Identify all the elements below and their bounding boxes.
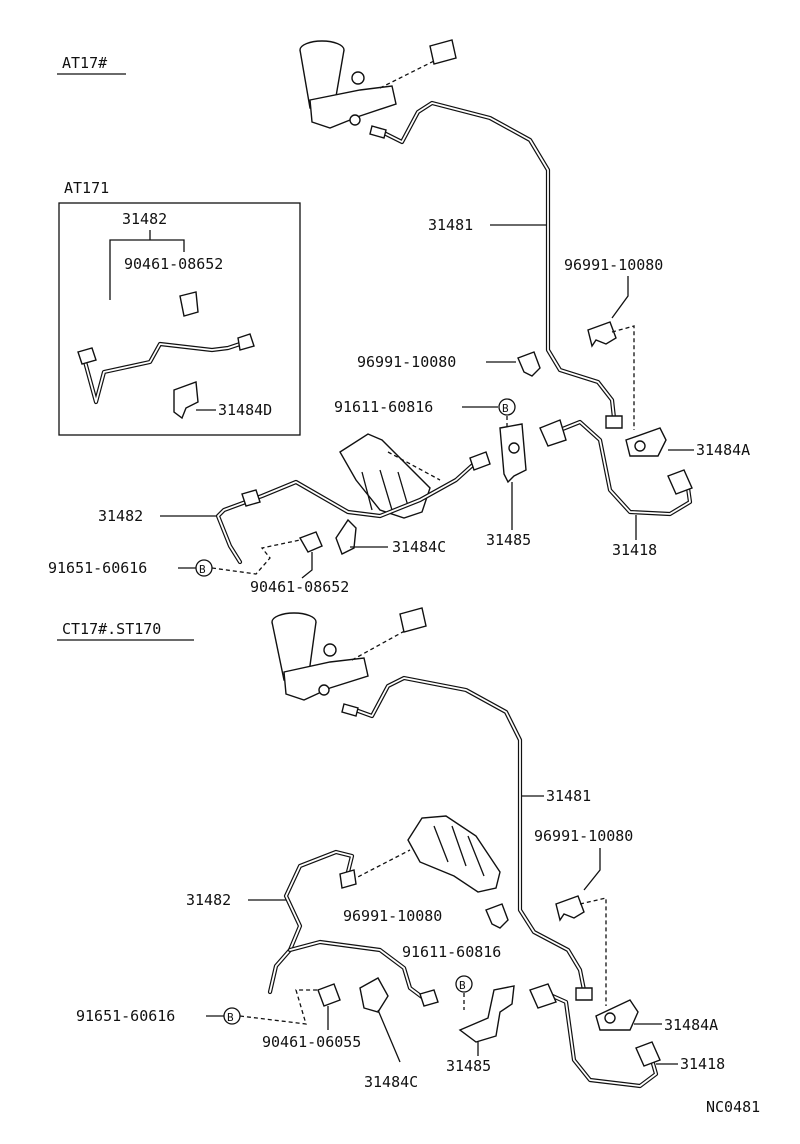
hose-fitting bbox=[539, 419, 567, 447]
hose-31418-bottom bbox=[545, 991, 659, 1089]
dashed-link bbox=[239, 989, 318, 1025]
label-31481: 31481 bbox=[428, 216, 473, 234]
bracket-31484c-bottom[interactable] bbox=[359, 977, 389, 1013]
label-31482-bottom: 31482 bbox=[186, 891, 231, 909]
clamp-90461[interactable] bbox=[298, 531, 323, 553]
marker-b-91611-bottom bbox=[455, 975, 473, 993]
label-91651-60616-bottom: 91651-60616 bbox=[76, 1007, 175, 1025]
inset-pipe-fitting bbox=[77, 347, 97, 365]
inset-leader-31482 bbox=[109, 230, 185, 300]
section-title-ct17: CT17#.ST170 bbox=[62, 620, 161, 638]
pipe-31482-top bbox=[215, 459, 479, 565]
label-31418: 31418 bbox=[612, 541, 657, 559]
bracket-31484a-bottom[interactable] bbox=[595, 999, 639, 1031]
pipe-31481-top bbox=[375, 100, 617, 421]
bracket-hole bbox=[508, 442, 520, 454]
label-31481-bottom: 31481 bbox=[546, 787, 591, 805]
pipe-fitting bbox=[369, 125, 387, 139]
inset-pipe-fitting bbox=[237, 333, 255, 351]
label-31484A-bottom: 31484A bbox=[664, 1016, 718, 1034]
diagram-id: NC0481 bbox=[706, 1098, 760, 1116]
bracket-31484a[interactable] bbox=[625, 427, 667, 457]
inset-title-at171: AT171 bbox=[64, 179, 109, 197]
leader-90461 bbox=[301, 552, 313, 579]
leader-31484c-bottom bbox=[377, 1009, 401, 1063]
bracket-hole bbox=[604, 1012, 616, 1024]
label-96991-10080-right: 96991-10080 bbox=[564, 256, 663, 274]
dashed-link bbox=[611, 325, 635, 430]
label-91651-60616: 91651-60616 bbox=[48, 559, 147, 577]
inset-label-31482: 31482 bbox=[122, 210, 167, 228]
leader-96991-bottom-right bbox=[583, 848, 601, 891]
section-title-at17: AT17# bbox=[62, 54, 107, 72]
marker-b-letter: B bbox=[502, 402, 509, 415]
label-96991-10080-left: 96991-10080 bbox=[357, 353, 456, 371]
pipe-fitting bbox=[241, 489, 261, 507]
inset-label-31484D: 31484D bbox=[218, 401, 272, 419]
inset-label-90461-08652: 90461-08652 bbox=[124, 255, 223, 273]
bracket-31484c[interactable] bbox=[335, 518, 357, 555]
master-cylinder-top bbox=[299, 39, 457, 129]
slave-cylinder-top bbox=[339, 433, 441, 519]
slave-cylinder-bottom bbox=[351, 815, 501, 893]
label-31484C: 31484C bbox=[392, 538, 446, 556]
master-cylinder-bottom bbox=[271, 607, 427, 701]
hose-31418-top bbox=[557, 419, 693, 517]
pipe-31481-bottom bbox=[347, 675, 587, 993]
label-91611-60816: 91611-60816 bbox=[334, 398, 433, 416]
clip-96991-right[interactable] bbox=[587, 321, 617, 348]
clip-96991-bottom-right[interactable] bbox=[555, 895, 585, 922]
leader-96991-right bbox=[611, 276, 629, 319]
clip-96991-bottom-left[interactable] bbox=[485, 903, 509, 929]
inset-bracket-31484d[interactable] bbox=[173, 381, 199, 420]
label-90461-08652: 90461-08652 bbox=[250, 578, 349, 596]
marker-b-letter: B bbox=[199, 563, 206, 576]
label-96991-10080-bottom-right: 96991-10080 bbox=[534, 827, 633, 845]
bracket-31485-bottom[interactable] bbox=[458, 985, 515, 1043]
marker-b-letter: B bbox=[227, 1011, 234, 1024]
inset-box bbox=[58, 202, 301, 436]
dashed-link bbox=[579, 897, 607, 1006]
clip-96991-left[interactable] bbox=[517, 351, 541, 377]
inset-clamp-90461[interactable] bbox=[179, 291, 199, 317]
label-31484A: 31484A bbox=[696, 441, 750, 459]
pipe-fitting bbox=[469, 451, 491, 471]
hose-fitting bbox=[529, 983, 557, 1009]
pipe-31482-bottom bbox=[267, 849, 429, 1003]
label-31482: 31482 bbox=[98, 507, 143, 525]
label-96991-10080-bottom-left: 96991-10080 bbox=[343, 907, 442, 925]
hose-fitting bbox=[667, 469, 693, 495]
label-31484C-bottom: 31484C bbox=[364, 1073, 418, 1091]
marker-b-91611 bbox=[498, 398, 516, 416]
pipe-fitting bbox=[605, 415, 623, 429]
label-90461-06055: 90461-06055 bbox=[262, 1033, 361, 1051]
pipe-fitting bbox=[575, 987, 593, 1001]
label-31485: 31485 bbox=[486, 531, 531, 549]
pipe-fitting bbox=[341, 703, 359, 717]
pipe-fitting bbox=[419, 989, 439, 1007]
bracket-hole bbox=[634, 440, 646, 452]
pipe-fitting bbox=[339, 869, 357, 889]
label-31485-bottom: 31485 bbox=[446, 1057, 491, 1075]
label-91611-60816-bottom: 91611-60816 bbox=[402, 943, 501, 961]
marker-b-letter: B bbox=[459, 979, 466, 992]
clamp-90461-bottom[interactable] bbox=[317, 983, 341, 1007]
label-31418-bottom: 31418 bbox=[680, 1055, 725, 1073]
dashed-link bbox=[211, 539, 301, 575]
hose-fitting bbox=[635, 1041, 661, 1067]
inset-pipe-31482 bbox=[81, 339, 249, 405]
